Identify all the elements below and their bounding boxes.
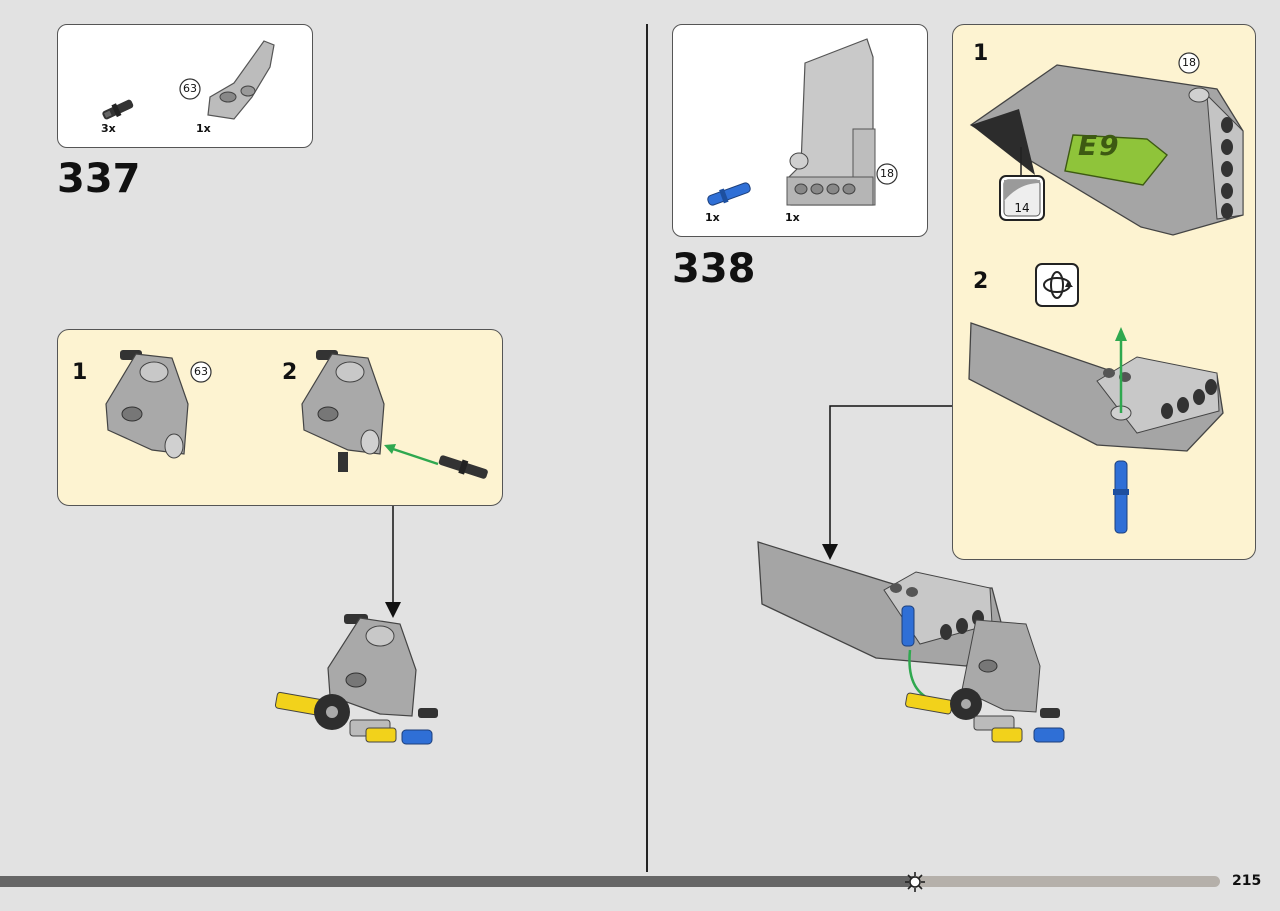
black-pin-part — [102, 99, 134, 120]
panel-with-pin — [968, 322, 1224, 534]
decal-text: E9 — [1078, 129, 1121, 162]
sticker-icon — [999, 175, 1045, 221]
sticker-leader-line — [1020, 147, 1022, 177]
substep-number: 2 — [282, 360, 298, 385]
grey-panel-part — [207, 40, 275, 120]
callout-circle — [190, 361, 212, 383]
callout-number: 18 — [1182, 56, 1196, 69]
panel-assembly-2 — [301, 350, 488, 479]
progress-bar — [0, 876, 1220, 887]
parts-box-337: 3x 63 1x — [57, 24, 313, 148]
sun-icon — [905, 872, 925, 892]
callout-circle — [876, 163, 898, 185]
step-number: 338 — [672, 246, 756, 292]
blue-pin-part — [707, 182, 751, 206]
panel-with-decal — [969, 64, 1244, 236]
callout-number: 63 — [183, 82, 197, 95]
part-qty: 1x — [705, 211, 720, 224]
substep-number: 2 — [973, 269, 989, 294]
large-grey-panel-part — [786, 38, 876, 206]
sticker-number: 14 — [1014, 201, 1030, 215]
page-divider — [646, 24, 648, 872]
connector-arrow — [822, 405, 952, 560]
down-arrow — [385, 506, 401, 618]
panel-assembly-1 — [105, 350, 189, 459]
substep-number: 1 — [72, 360, 88, 385]
callout-circle — [179, 78, 201, 100]
part-qty: 1x — [785, 211, 800, 224]
substep-box-338: 1 E9 18 14 2 — [952, 24, 1256, 560]
callout-circle — [1178, 52, 1200, 74]
step-number: 337 — [57, 156, 141, 202]
substep-box-337: 1 63 2 — [57, 329, 503, 506]
assembly-338-result — [757, 541, 1065, 743]
parts-box-338: 1x 18 1x — [672, 24, 928, 237]
part-qty: 1x — [196, 122, 211, 135]
part-qty: 3x — [101, 122, 116, 135]
rotate-icon — [1035, 263, 1079, 307]
substep-number: 1 — [973, 41, 989, 66]
callout-number: 18 — [880, 167, 894, 180]
assembly-337-result — [274, 614, 438, 745]
callout-number: 63 — [194, 365, 208, 378]
page-number: 215 — [1232, 873, 1262, 889]
